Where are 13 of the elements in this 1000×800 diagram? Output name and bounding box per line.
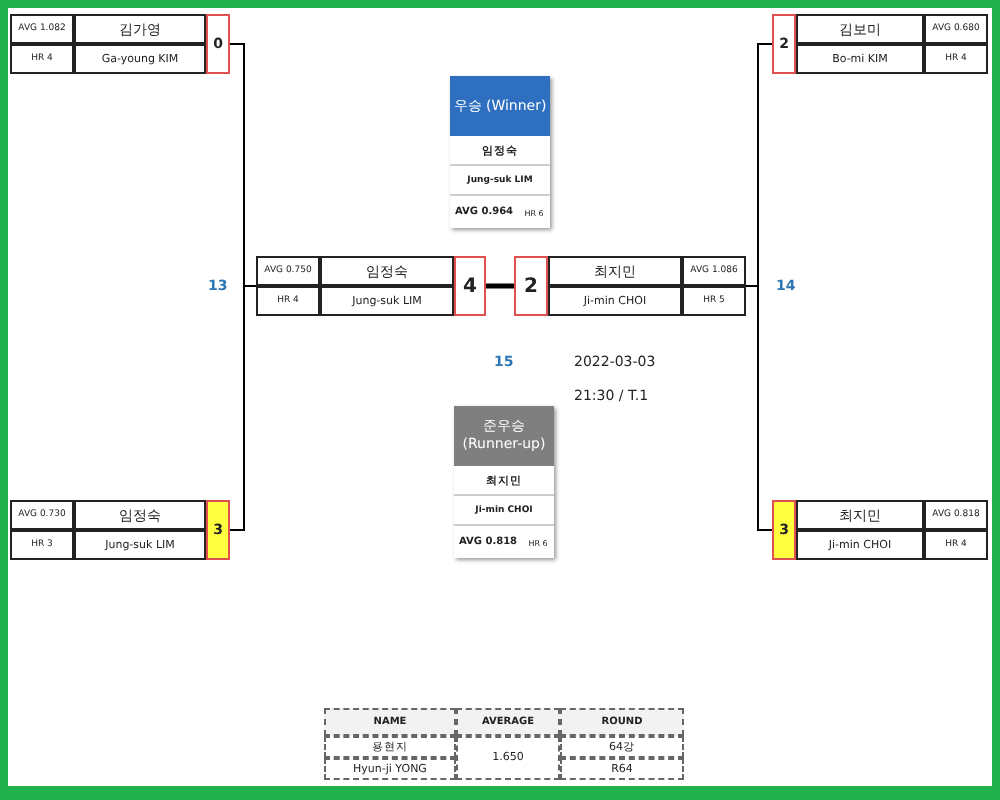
player-card	[10, 500, 230, 560]
bracket-line	[745, 285, 773, 531]
player-card	[514, 256, 746, 316]
result-card	[454, 406, 554, 558]
result-card	[450, 76, 550, 228]
bracket-line	[486, 283, 514, 289]
score-box: 2	[514, 256, 548, 316]
player-card	[10, 14, 230, 74]
bracket-line	[229, 285, 257, 531]
player-card	[772, 500, 988, 560]
player-card	[772, 14, 988, 74]
player-card	[256, 256, 486, 316]
score-box: 4	[454, 256, 486, 316]
